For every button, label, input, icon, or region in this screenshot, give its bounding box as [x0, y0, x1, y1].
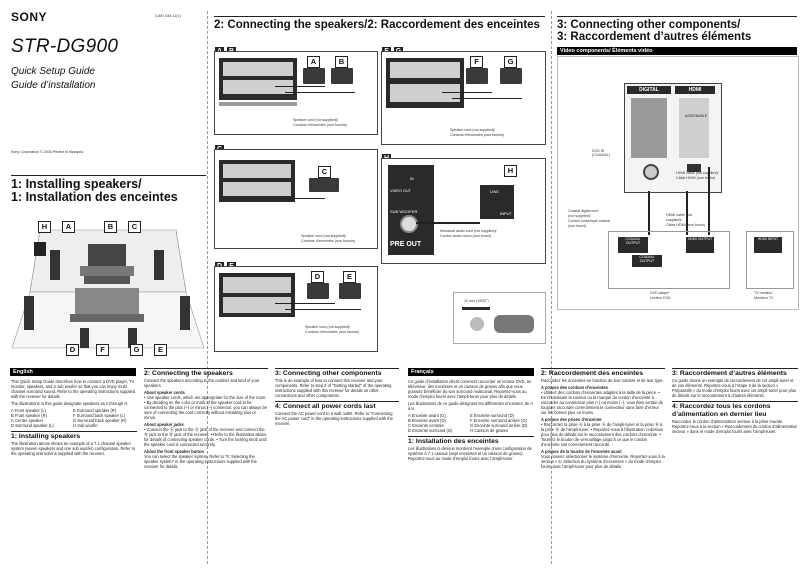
speaker-a-icon	[303, 68, 325, 84]
room-drawing	[11, 228, 205, 349]
francais-h2: 2: Raccordement des enceintes	[541, 370, 643, 377]
label-a: A	[62, 221, 75, 233]
panel-fg: F G Speaker cord (not supplied)/ Cordons…	[381, 51, 546, 145]
section1-title-line1: 1: Installing speakers/	[11, 177, 142, 191]
english-bar: English	[10, 368, 136, 376]
cord-strip-illustration: 10 mm (13/32")	[453, 292, 546, 344]
label-h: H	[38, 221, 51, 233]
label-d: D	[66, 344, 79, 356]
label-e: E	[154, 344, 167, 356]
label-b: B	[104, 221, 117, 233]
copyright: Sony Corporation © 2006 Printed in Malay…	[11, 150, 83, 154]
english-h2: 2: Connecting the speakers	[144, 370, 233, 377]
doc-code: 2-887-549-11(1)	[155, 14, 181, 18]
speaker-f-icon	[466, 68, 488, 84]
francais-h3: 3: Raccordement d’autres éléments	[672, 370, 787, 377]
section1-title-line2: 1: Installation des enceintes	[11, 190, 178, 204]
label-g: G	[130, 344, 143, 356]
panel-video: DIGITAL HDMI ASSIGNABLE DVD IN (COAXIAL)…	[557, 56, 799, 310]
subwoofer-jack-icon	[400, 215, 418, 233]
english-h1: 1: Installing speakers	[11, 433, 81, 440]
brand-logo: SONY	[11, 10, 48, 24]
hdmi-jack-icon	[687, 164, 701, 172]
francais-bar: Français	[408, 368, 534, 376]
tv-monitor	[746, 231, 794, 289]
subtitle-fr: Guide d’installation	[11, 80, 96, 91]
panel-de: D E Speaker cord (not supplied)/ Cordons…	[214, 266, 378, 352]
label-f: F	[96, 344, 109, 356]
fold-line	[551, 11, 552, 564]
speaker-g-icon	[500, 68, 522, 84]
speaker-d-icon	[307, 283, 329, 299]
terminal-icon	[494, 315, 534, 333]
panel-h: VIDEO OUT IN SUB WOOFER PRE OUT H LINE I…	[381, 158, 546, 264]
coaxial-jack-icon	[643, 164, 659, 180]
section3-title-line1: 3: Connecting other components/	[557, 19, 741, 31]
section2-title: 2: Connecting the speakers/2: Raccordeme…	[214, 19, 540, 31]
room-illustration: H A B C D F G E	[10, 216, 206, 356]
speaker-c-icon	[309, 178, 339, 192]
speaker-e-icon	[339, 283, 361, 299]
knob-icon	[470, 317, 484, 331]
panel-ab: A B Speaker cord (not supplied)/ Cordons…	[214, 51, 378, 135]
video-components-bar: Video components/ Éléments vidéo	[557, 47, 797, 55]
label-c: C	[128, 221, 141, 233]
dvd-player	[608, 231, 730, 289]
francais-col2: 2: Raccordement des enceintes Raccordez …	[541, 368, 665, 469]
section3-title-line2: 3: Raccordement d’autres éléments	[557, 31, 752, 43]
english-h3: 3: Connecting other components	[275, 370, 382, 377]
francais-h1: 1: Installation des enceintes	[408, 438, 499, 445]
subtitle-en: Quick Setup Guide	[11, 66, 95, 77]
speaker-b-icon	[331, 68, 353, 84]
english-h4: 4: Connect all power cords last	[275, 403, 376, 410]
francais-col1: Ce guide d’installation décrit comment r…	[408, 379, 536, 567]
english-col1: This Quick Setup Guide describes how to …	[11, 379, 137, 456]
subwoofer-icon	[480, 185, 514, 219]
fold-line	[207, 11, 208, 564]
francais-h4: 4: Raccordez tous les cordons d’alimenta…	[672, 403, 771, 418]
panel-c: C Speaker cord (not supplied)/ Cordons d…	[214, 149, 378, 249]
francais-col3: 3: Raccordement d’autres éléments Ce gui…	[672, 368, 798, 434]
receiver-rear-panel: DIGITAL HDMI ASSIGNABLE	[624, 83, 722, 193]
model-name: STR-DG900	[11, 36, 119, 57]
english-col3: 3: Connecting other components This is a…	[275, 368, 399, 567]
english-col2: 2: Connecting the speakers Connect the s…	[144, 368, 268, 469]
